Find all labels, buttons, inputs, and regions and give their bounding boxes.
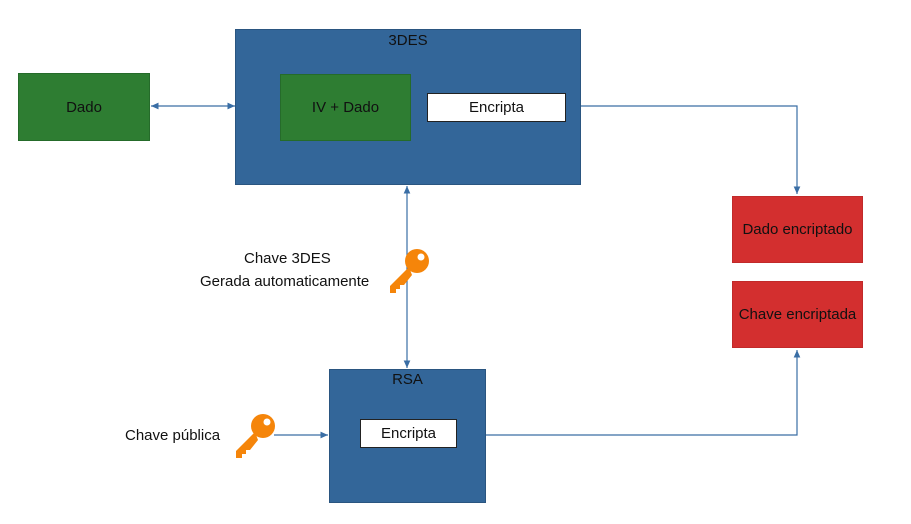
iv-dado-node: IV + Dado xyxy=(280,74,411,141)
dado-encriptado-node: Dado encriptado xyxy=(732,196,863,263)
connector-rsa-chave-encriptada xyxy=(486,350,801,436)
encripta-3des-node: Encripta xyxy=(427,93,566,122)
gerada-automaticamente-label: Gerada automaticamente xyxy=(200,273,370,290)
dado-node: Dado xyxy=(18,73,150,141)
chave-publica-label: Chave pública xyxy=(125,427,221,444)
3des-title: 3DES xyxy=(388,32,428,49)
chave-encriptada-label: Chave encriptada xyxy=(738,306,857,323)
rsa-block: RSA Encripta xyxy=(329,369,486,503)
dado-encriptado-label: Dado encriptado xyxy=(742,221,853,238)
key-icon xyxy=(390,249,429,293)
iv-dado-label: IV + Dado xyxy=(311,99,380,116)
encripta-rsa-node: Encripta xyxy=(360,419,457,448)
rsa-title: RSA xyxy=(392,371,423,388)
connector-3des-dado-encriptado xyxy=(581,105,801,194)
chave-encriptada-node: Chave encriptada xyxy=(732,281,863,348)
dado-label: Dado xyxy=(66,98,102,116)
chave-3des-label: Chave 3DES xyxy=(244,250,331,267)
key-icon xyxy=(236,414,275,458)
3des-block: 3DES IV + Dado Encripta xyxy=(235,29,581,185)
encripta-3des-label: Encripta xyxy=(468,99,525,116)
encripta-rsa-label: Encripta xyxy=(380,425,437,442)
